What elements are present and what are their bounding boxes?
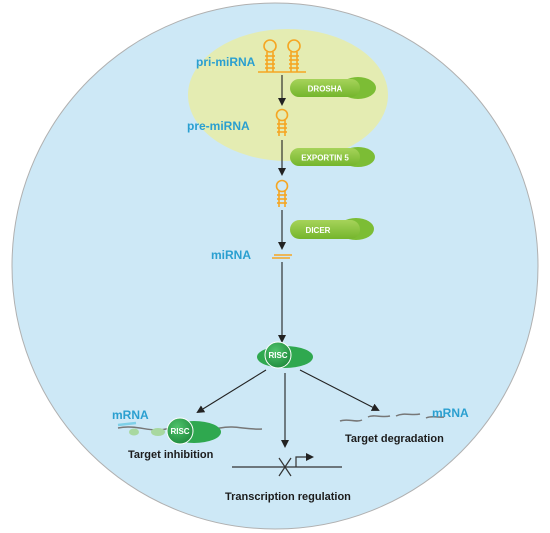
pri-mirna-icon [258, 39, 306, 73]
transcription-regulation-label: Transcription regulation [225, 491, 351, 503]
mirna-duplex-icon [272, 254, 292, 259]
nucleus [188, 29, 388, 161]
exportin-5-label: EXPORTIN 5 [301, 154, 349, 163]
promoter-arrow [295, 453, 314, 467]
arrow-to-inhibition [196, 369, 267, 414]
mrna-fragments-right [339, 413, 445, 422]
mirna-label: miRNA [211, 248, 251, 262]
dicer-label: DICER [306, 226, 331, 235]
pre-mirna-label: pre-miRNA [187, 119, 250, 133]
drosha-label: DROSHA [308, 85, 343, 94]
risc-complex: RISC [257, 341, 313, 369]
pathway-arrows [196, 75, 380, 448]
target-degradation-label: Target degradation [345, 433, 444, 445]
pre-mirna-icon [275, 108, 289, 136]
drosha-enzyme: DROSHA [290, 77, 376, 99]
transcription-gene-icon [232, 453, 342, 477]
arrow-to-degradation [299, 369, 380, 411]
block-x-2 [278, 457, 292, 477]
exportin-5-enzyme: EXPORTIN 5 [290, 147, 375, 167]
mrna-right-label: mRNA [432, 406, 469, 420]
target-inhibition-label: Target inhibition [128, 449, 214, 461]
risc-left-label: RISC [170, 427, 189, 436]
cytoplasmic-pre-mirna-icon [275, 179, 289, 207]
mrna-left-label: mRNA [112, 408, 149, 422]
dicer-enzyme: DICER [290, 218, 374, 240]
pri-mirna-label: pri-miRNA [196, 55, 256, 69]
cell-background [11, 2, 539, 530]
risc-center-label: RISC [268, 351, 287, 360]
risc-complex-left: RISC [166, 417, 221, 445]
